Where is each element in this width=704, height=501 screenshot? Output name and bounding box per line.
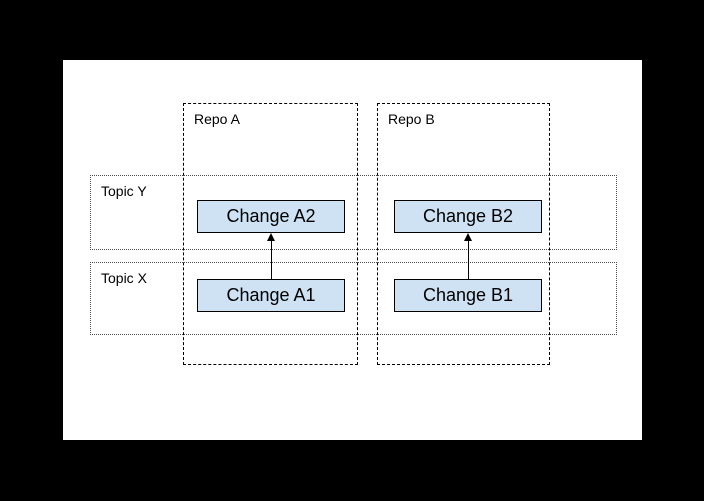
arrow-a-line [271,237,272,279]
repo-b-container: Repo B [377,103,550,365]
arrow-b-head-icon [464,233,472,241]
repo-a-label: Repo A [194,111,240,127]
change-a2-node: Change A2 [197,200,345,233]
arrow-b-line [468,237,469,279]
change-a1-node: Change A1 [197,279,345,312]
change-b1-node: Change B1 [394,279,542,312]
topic-y-lane: Topic Y [90,175,617,250]
topic-y-label: Topic Y [101,183,147,199]
change-b2-node: Change B2 [394,200,542,233]
repo-b-label: Repo B [388,111,435,127]
arrow-a-head-icon [267,233,275,241]
topic-x-lane: Topic X [90,262,617,335]
repo-a-container: Repo A [183,103,358,365]
topic-x-label: Topic X [101,270,147,286]
diagram-canvas: Topic Y Topic X Repo A Repo B Change A2 … [63,60,642,440]
